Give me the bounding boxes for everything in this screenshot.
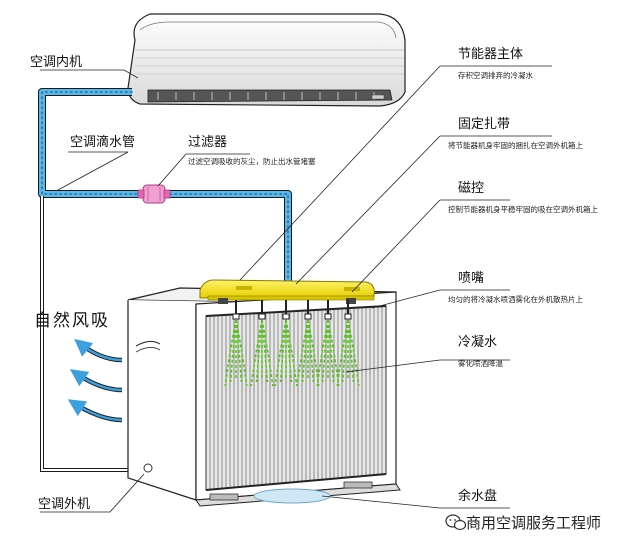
label-magnet-desc: 控制节能器机身平稳牢固的吸在空调外机箱上 <box>448 204 598 214</box>
label-nozzle-desc: 均匀的将冷凝水喷洒雾化在外机散热片上 <box>448 294 583 304</box>
drain-pipe <box>38 88 292 472</box>
indoor-unit <box>127 13 406 107</box>
nozzle <box>336 300 360 387</box>
label-filter-desc: 过滤空调吸收的灰尘，防止出水管堵塞 <box>188 156 316 166</box>
label-condensate-desc: 雾化喷洒降温 <box>458 358 503 368</box>
labels: 空调内机 空调滴水管 过滤器 过滤空调吸收的灰尘，防止出水管堵塞 节能器主体 存… <box>30 47 598 512</box>
filter-component <box>137 184 171 204</box>
nozzle <box>250 300 274 387</box>
nozzle <box>274 300 298 387</box>
nozzles-and-spray <box>224 300 360 387</box>
watermark: 商用空调服务工程师 <box>445 514 601 532</box>
label-strap: 固定扎带 <box>458 117 510 132</box>
label-water-tray: 余水盘 <box>458 488 497 504</box>
heat-sink-fins <box>205 305 387 491</box>
label-natural-air: 自然风吸 <box>34 311 110 331</box>
leader-lines <box>40 65 552 513</box>
label-strap-desc: 将节能器机身牢固的捆扎在空调外机箱上 <box>448 140 583 150</box>
label-nozzle: 喷嘴 <box>458 271 484 286</box>
natural-air-arrows <box>67 338 123 423</box>
water-tray <box>253 488 331 504</box>
nozzle <box>224 300 248 387</box>
label-magnet: 磁控 <box>458 181 484 196</box>
label-drain-pipe: 空调滴水管 <box>70 134 135 150</box>
label-main-body-desc: 存积空调排弃的冷凝水 <box>458 70 533 80</box>
energy-saver-body <box>199 279 375 304</box>
watermark-text: 商用空调服务工程师 <box>466 514 601 532</box>
label-main-body: 节能器主体 <box>458 47 523 62</box>
label-outdoor-unit: 空调外机 <box>38 497 90 512</box>
label-filter: 过滤器 <box>188 135 227 150</box>
label-condensate: 冷凝水 <box>458 334 497 350</box>
label-indoor-unit: 空调内机 <box>30 54 82 70</box>
wechat-logo-icon <box>445 514 467 531</box>
